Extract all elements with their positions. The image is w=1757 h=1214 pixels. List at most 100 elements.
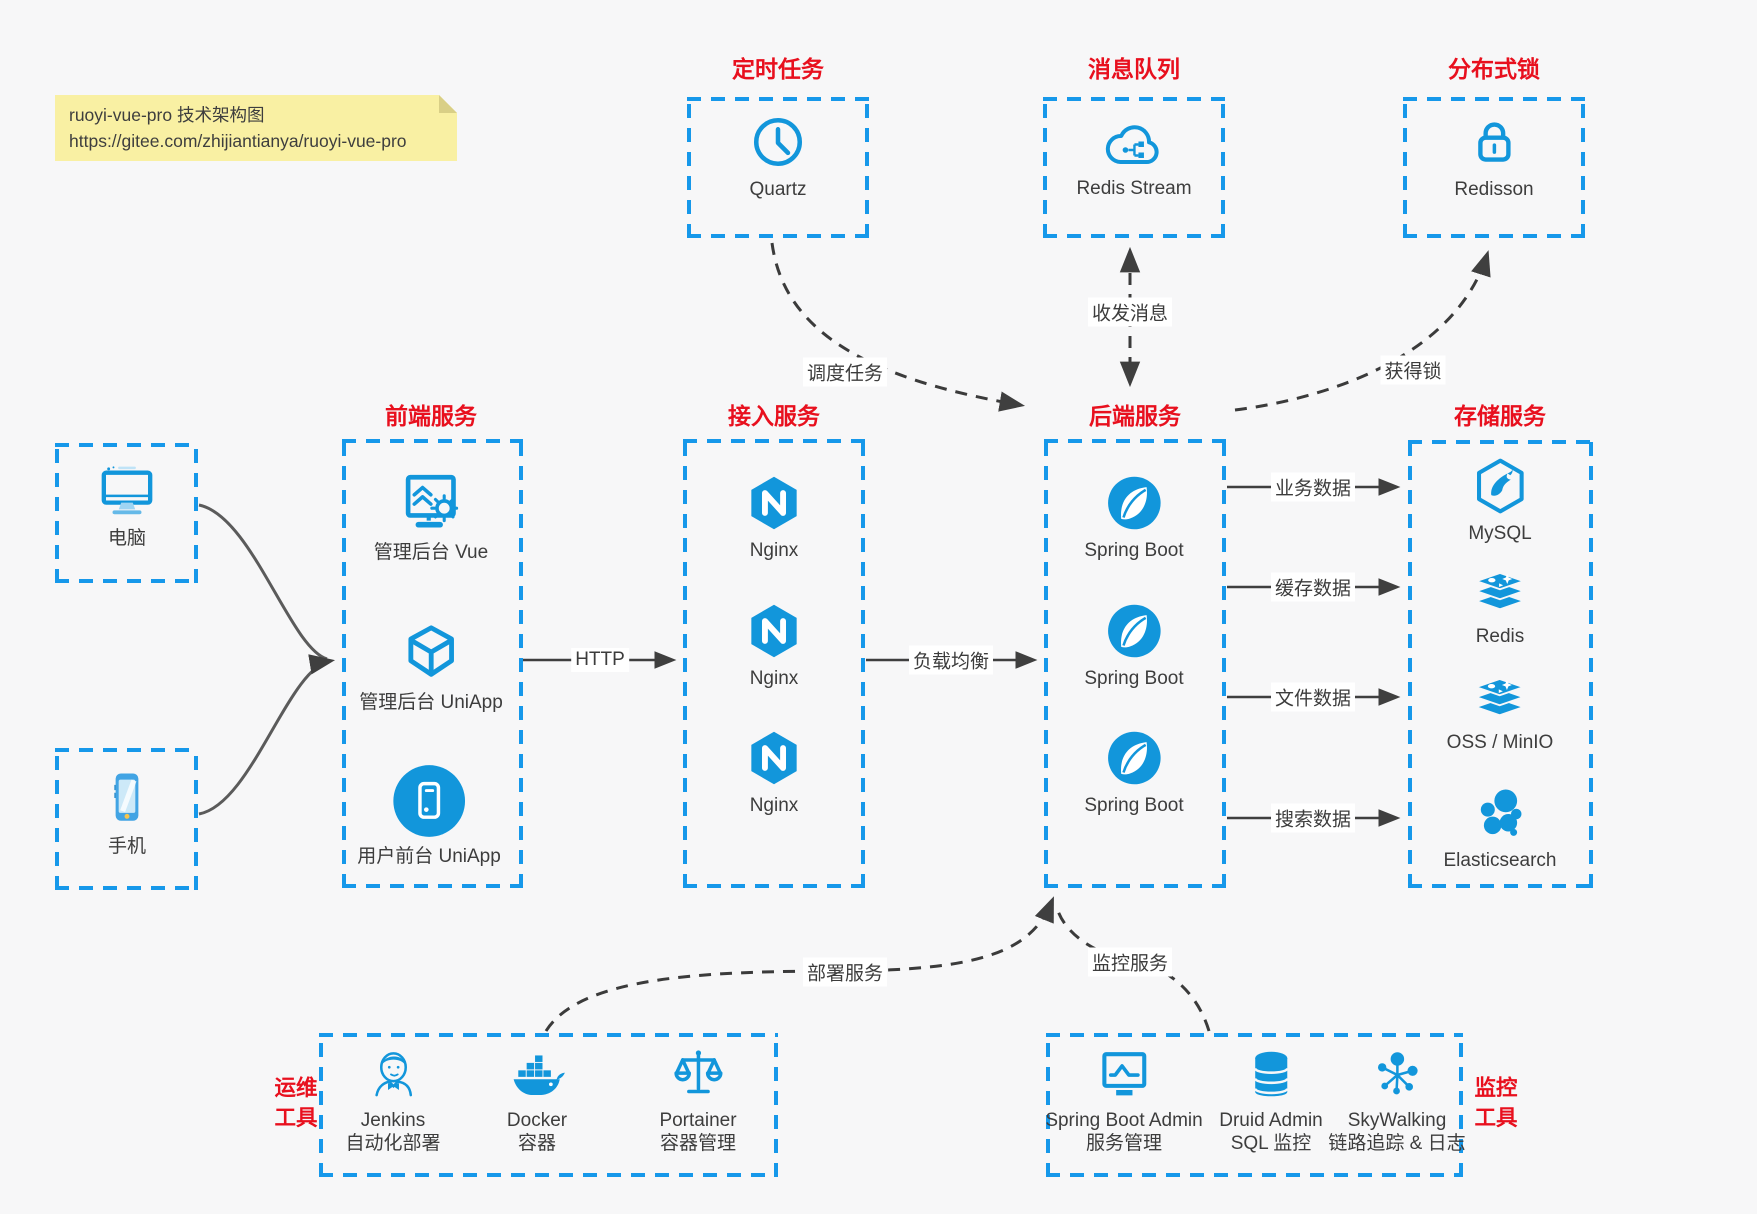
jenkins-icon: [374, 1052, 412, 1097]
node-docker: Docker 容器: [507, 1048, 567, 1155]
group-title-distributed-lock: 分布式锁: [1448, 56, 1540, 82]
minio-icon: [1473, 678, 1527, 717]
cloud-share-icon: [1105, 125, 1159, 165]
node-label: Nginx: [749, 540, 799, 561]
node-label: Redis: [1475, 626, 1525, 647]
node-druid-admin: Druid Admin SQL 监控: [1219, 1048, 1323, 1155]
node-nginx-1: Nginx: [745, 474, 803, 562]
node-label: MySQL: [1468, 523, 1532, 544]
edge-label-acquire-lock: 获得锁: [1380, 355, 1446, 385]
node-quartz: Quartz: [749, 113, 807, 201]
node-label: Nginx: [749, 668, 799, 689]
padlock-icon: [1477, 122, 1511, 162]
node-label: 电脑: [107, 528, 146, 549]
node-label: Quartz: [749, 179, 807, 200]
skywalking-icon: [1377, 1052, 1418, 1095]
spring-boot-icon: [1107, 476, 1161, 530]
node-pc: 电脑: [96, 464, 158, 550]
ops-title-line2: 工具: [274, 1106, 318, 1130]
node-nginx-2: Nginx: [745, 602, 803, 690]
node-sublabel: SQL 监控: [1230, 1133, 1312, 1154]
node-label: Nginx: [749, 795, 799, 816]
node-sublabel: 容器: [517, 1133, 556, 1154]
node-label: SkyWalking: [1347, 1110, 1447, 1131]
node-spring-boot-admin: Spring Boot Admin 服务管理: [1045, 1048, 1203, 1155]
docker-icon: [513, 1055, 565, 1096]
node-redis: Redis: [1471, 566, 1529, 648]
node-elasticsearch: Elasticsearch: [1444, 786, 1557, 872]
edge-label-http: HTTP: [571, 648, 629, 672]
druid-db-icon: [1253, 1051, 1289, 1097]
node-label: Druid Admin: [1219, 1110, 1323, 1131]
node-label: Spring Boot: [1084, 668, 1184, 689]
note-title: ruoyi-vue-pro 技术架构图: [69, 105, 265, 125]
clock-icon: [753, 117, 803, 167]
node-spring-boot-3: Spring Boot: [1084, 729, 1184, 817]
nginx-icon: [751, 476, 797, 530]
desktop-icon: [101, 466, 153, 515]
arrow-acquire-lock: [1234, 250, 1491, 412]
group-title-frontend: 前端服务: [385, 403, 477, 429]
edge-label-deploy-service: 部署服务: [802, 957, 888, 987]
monitor-title-line2: 工具: [1474, 1106, 1518, 1130]
node-oss-minio: OSS / MinIO: [1447, 672, 1553, 754]
node-jenkins: Jenkins 自动化部署: [345, 1046, 441, 1155]
mysql-icon: [1476, 458, 1524, 514]
spring-boot-icon: [1107, 604, 1161, 658]
springboot-admin-icon: [1102, 1052, 1146, 1096]
node-spring-boot-1: Spring Boot: [1084, 474, 1184, 562]
node-redisson: Redisson: [1454, 113, 1534, 201]
note-url: https://gitee.com/zhijiantianya/ruoyi-vu…: [69, 131, 407, 151]
uniapp-cube-icon: [408, 625, 454, 677]
node-phone: 手机: [99, 768, 155, 858]
node-sublabel: 自动化部署: [345, 1133, 441, 1154]
edge-label-cache-data: 缓存数据: [1270, 572, 1356, 602]
elasticsearch-icon: [1480, 789, 1521, 836]
node-redis-stream: Redis Stream: [1076, 120, 1192, 200]
edge-label-search-data: 搜索数据: [1270, 803, 1356, 833]
node-sublabel: 链路追踪 & 日志: [1328, 1133, 1466, 1154]
nginx-icon: [751, 604, 797, 658]
group-title-storage: 存储服务: [1454, 403, 1546, 429]
group-title-scheduled-job: 定时任务: [732, 56, 824, 82]
edge-label-file-data: 文件数据: [1270, 682, 1356, 712]
arrow-phone-to-frontend: [198, 654, 336, 816]
edge-label-monitor-service: 监控服务: [1087, 947, 1173, 977]
group-title-monitor-tools: 监控 工具: [1474, 1073, 1517, 1133]
edge-label-business-data: 业务数据: [1270, 472, 1356, 502]
node-admin-vue: 管理后台 Vue: [374, 470, 488, 564]
spring-boot-icon: [1107, 731, 1161, 785]
node-label: 用户前台 UniApp: [357, 846, 501, 867]
message-queue-box: [1043, 97, 1225, 238]
edge-label-send-receive-message: 收发消息: [1087, 297, 1173, 327]
node-portainer: Portainer 容器管理: [659, 1046, 737, 1155]
arrow-deploy-service: [544, 896, 1054, 1032]
node-label: Portainer: [659, 1110, 737, 1131]
group-title-message-queue: 消息队列: [1088, 56, 1180, 82]
edge-label-load-balance: 负载均衡: [908, 645, 994, 675]
node-label: Jenkins: [360, 1110, 426, 1131]
node-label: Redisson: [1454, 179, 1534, 200]
storage-box: [1408, 440, 1593, 888]
sticky-note: ruoyi-vue-pro 技术架构图 https://gitee.com/zh…: [55, 95, 457, 161]
nginx-icon: [751, 731, 797, 785]
node-spring-boot-2: Spring Boot: [1084, 602, 1184, 690]
node-label: Redis Stream: [1076, 178, 1192, 199]
node-sublabel: 服务管理: [1085, 1133, 1162, 1154]
node-admin-uniapp: 管理后台 UniApp: [359, 622, 503, 714]
group-title-gateway: 接入服务: [728, 403, 820, 429]
node-user-uniapp: 用户前台 UniApp: [357, 764, 501, 868]
node-label: Elasticsearch: [1443, 850, 1557, 871]
node-skywalking: SkyWalking 链路追踪 & 日志: [1328, 1048, 1466, 1155]
group-title-ops-tools: 运维 工具: [274, 1073, 317, 1133]
arrow-schedule-job: [770, 242, 1026, 412]
uniapp-phone-icon: [393, 765, 465, 837]
node-label: 管理后台 UniApp: [359, 692, 503, 713]
node-label: Spring Boot Admin: [1045, 1110, 1203, 1131]
node-label: 管理后台 Vue: [373, 542, 489, 563]
arrow-pc-to-frontend: [198, 503, 328, 661]
edge-label-schedule-job: 调度任务: [802, 357, 888, 387]
admin-monitor-gear-icon: [405, 474, 459, 528]
group-title-backend: 后端服务: [1089, 403, 1181, 429]
